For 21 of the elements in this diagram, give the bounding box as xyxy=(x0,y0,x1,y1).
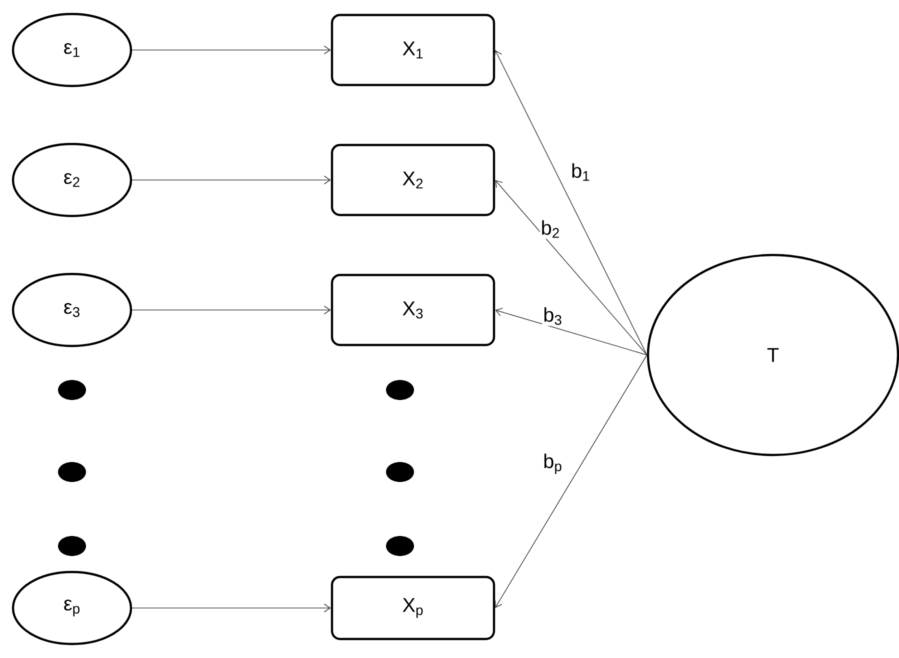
rounded-box: X$_{1}$ xyxy=(330,14,496,86)
ellipse-node: ε$_{p}$ xyxy=(12,570,132,646)
edge-label: b$_{p}$ xyxy=(542,452,564,475)
arrow xyxy=(494,50,648,356)
arrow xyxy=(495,308,648,356)
arrow xyxy=(132,306,331,314)
edge-label: b$_{1}$ xyxy=(570,162,592,182)
ellipse-node: ε$_{3}$ xyxy=(12,272,132,348)
arrow xyxy=(495,180,648,356)
edge-label: b$_{2}$ xyxy=(540,219,562,239)
rounded-box: X$_{3}$ xyxy=(330,274,496,346)
ellipse-node: ε$_{2}$ xyxy=(12,142,132,218)
rounded-box: X$_{2}$ xyxy=(330,144,496,216)
arrow xyxy=(494,354,648,608)
arrow xyxy=(132,604,331,612)
edge-label: b$_{3}$ xyxy=(542,306,564,326)
arrow xyxy=(132,46,331,54)
arrow xyxy=(132,176,331,184)
ellipse-node: T xyxy=(646,254,899,456)
ellipse-node: ε$_{1}$ xyxy=(12,12,132,88)
rounded-box: X$_{p}$ xyxy=(330,576,496,640)
